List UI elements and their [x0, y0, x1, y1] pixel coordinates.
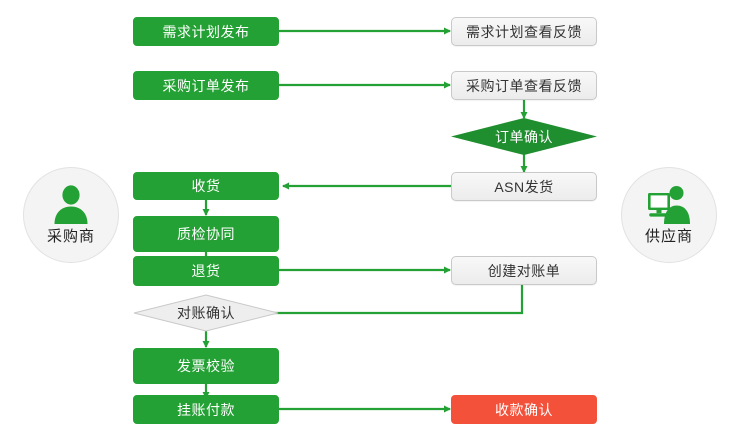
- node-reconcile-confirm[interactable]: 对账确认: [133, 294, 279, 332]
- node-po-publish[interactable]: 采购订单发布: [133, 71, 279, 100]
- node-label: 收款确认: [495, 401, 553, 418]
- node-po-feedback[interactable]: 采购订单查看反馈: [451, 71, 597, 100]
- node-order-confirm[interactable]: 订单确认: [451, 118, 597, 155]
- actor-buyer[interactable]: 采购商: [23, 167, 119, 263]
- node-qc-collaboration[interactable]: 质检协同: [133, 216, 279, 252]
- person-icon: [48, 184, 94, 224]
- node-return-goods[interactable]: 退货: [133, 256, 279, 286]
- node-label: 质检协同: [177, 226, 235, 242]
- node-label: 挂账付款: [177, 401, 235, 418]
- node-label: 订单确认: [495, 128, 553, 145]
- actor-buyer-label: 采购商: [46, 228, 95, 245]
- edge-statement-to-reconcile: [242, 285, 524, 317]
- node-label: 需求计划发布: [162, 23, 250, 40]
- node-receive-goods[interactable]: 收货: [133, 172, 279, 200]
- node-label: 创建对账单: [487, 262, 561, 279]
- node-label: 需求计划查看反馈: [466, 23, 582, 40]
- node-demand-plan-feedback[interactable]: 需求计划查看反馈: [451, 17, 597, 46]
- node-label: 收货: [191, 178, 221, 194]
- node-demand-plan-publish[interactable]: 需求计划发布: [133, 17, 279, 46]
- node-label: 采购订单查看反馈: [466, 77, 582, 94]
- node-asn-shipment[interactable]: ASN发货: [451, 172, 597, 201]
- node-label: 采购订单发布: [162, 77, 250, 94]
- person-computer-icon: [646, 184, 692, 224]
- node-create-statement[interactable]: 创建对账单: [451, 256, 597, 285]
- node-label: 退货: [191, 263, 221, 279]
- node-payable-payment[interactable]: 挂账付款: [133, 395, 279, 424]
- node-label: 发票校验: [177, 358, 235, 374]
- node-invoice-verify[interactable]: 发票校验: [133, 348, 279, 384]
- node-label: ASN发货: [494, 178, 554, 195]
- node-label: 对账确认: [177, 305, 235, 321]
- actor-supplier-label: 供应商: [644, 228, 693, 245]
- node-receipt-confirm[interactable]: 收款确认: [451, 395, 597, 424]
- actor-supplier[interactable]: 供应商: [621, 167, 717, 263]
